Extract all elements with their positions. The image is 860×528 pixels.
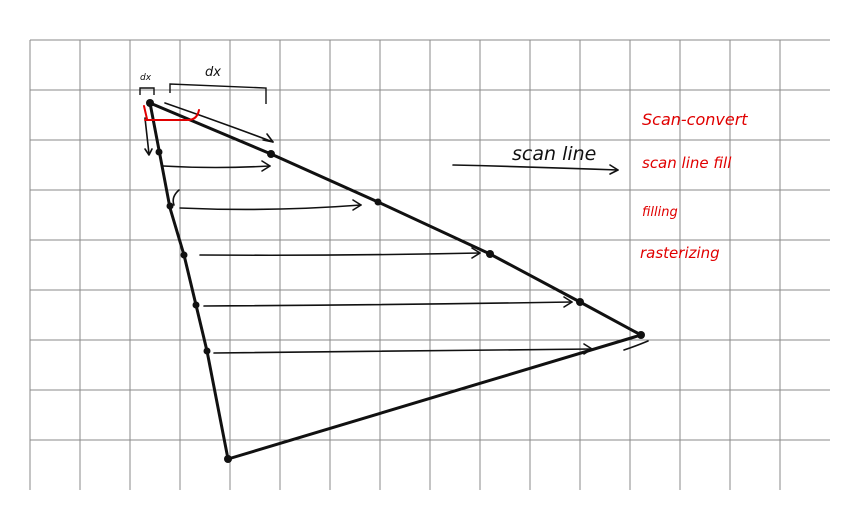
note-filling: filling <box>642 205 678 220</box>
dx-brackets <box>139 83 267 104</box>
bracket-mark <box>172 189 180 206</box>
scan-arrow <box>199 252 481 257</box>
scan-arrow <box>162 165 271 169</box>
step-arrow <box>144 117 150 155</box>
arrowhead <box>352 199 362 211</box>
scan-arrow <box>203 301 573 307</box>
arrowhead <box>471 247 481 259</box>
triangle-bottom-edge <box>226 333 643 461</box>
red-step-hook <box>187 109 200 121</box>
arrowhead <box>609 164 619 175</box>
arrowhead <box>144 148 153 156</box>
grid <box>29 39 830 490</box>
left-edge-point <box>166 202 174 210</box>
vertex-top <box>146 99 154 107</box>
right-edge-point <box>576 298 584 306</box>
scan-arrows <box>144 102 649 355</box>
arrowhead <box>563 296 573 308</box>
arrowhead <box>261 160 271 172</box>
edge-arrow <box>164 102 274 143</box>
small-dx-label: dx <box>140 73 152 83</box>
left-edge-point <box>203 347 211 355</box>
big-dx-bracket <box>169 83 267 104</box>
scan-arrow <box>213 348 593 354</box>
left-edge-point <box>180 251 188 259</box>
arrowhead <box>583 343 593 355</box>
right-edge-point <box>374 198 382 206</box>
big-dx-label: dx <box>205 65 221 80</box>
scan-line-arrow <box>452 164 619 171</box>
tick-mark <box>623 340 649 351</box>
vertex-right <box>637 331 645 339</box>
vertex-bottom <box>224 455 232 463</box>
edge-points <box>146 99 645 463</box>
left-edge-point <box>155 148 163 156</box>
triangle-left-edge <box>148 101 230 461</box>
triangle-top-edge <box>148 101 643 337</box>
note-scan-convert: Scan-convert <box>642 110 748 129</box>
scan-arrow <box>179 204 362 211</box>
arrowhead <box>262 133 274 143</box>
right-edge-point <box>267 150 275 158</box>
right-edge-point <box>486 250 494 258</box>
red-step-vertical <box>143 105 148 120</box>
note-rasterizing: rasterizing <box>640 244 720 262</box>
scan-line-label: scan line <box>512 143 596 165</box>
note-scan-line-fill: scan line fill <box>642 154 732 172</box>
red-step-annotation <box>143 105 200 121</box>
left-edge-point <box>192 301 200 309</box>
small-dx-bracket <box>139 87 155 95</box>
